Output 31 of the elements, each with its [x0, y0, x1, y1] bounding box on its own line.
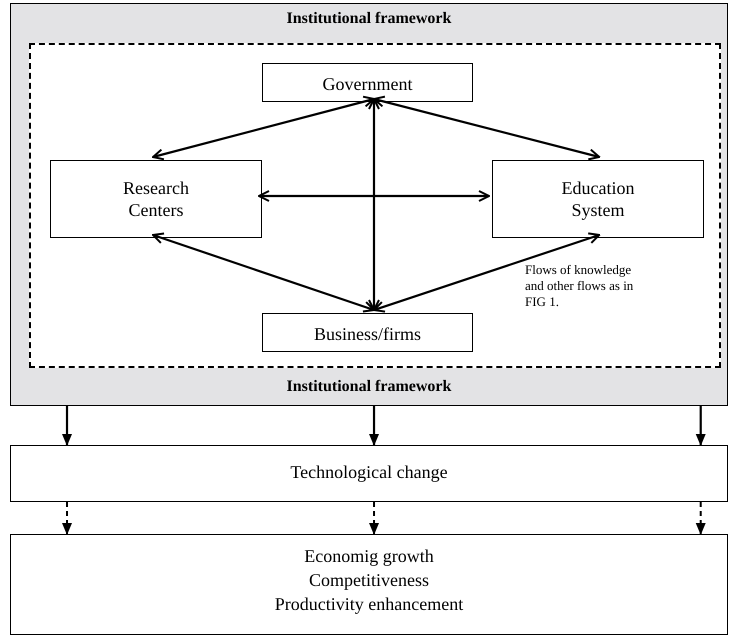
- panel-heading: Institutional framework: [286, 378, 452, 396]
- framework-panel: [10, 3, 728, 406]
- arrow: [258, 190, 490, 202]
- process-box: [50, 160, 262, 238]
- annotation-note: Flows of knowledge and other flows as in FIG 1.: [525, 262, 634, 310]
- node-label: Economig growth: [303, 545, 435, 567]
- arrow: [696, 406, 706, 446]
- process-box: [492, 160, 704, 238]
- node-label: Technological change: [289, 461, 449, 483]
- arrow: [62, 502, 72, 535]
- node-label: Education System: [560, 177, 636, 221]
- arrow: [373, 96, 600, 160]
- process-box: [10, 534, 728, 635]
- dashed-boundary: [29, 43, 721, 368]
- arrow: [369, 502, 380, 535]
- arrow: [369, 406, 380, 446]
- arrow: [62, 406, 72, 446]
- process-box: [262, 63, 473, 102]
- arrow: [152, 232, 375, 313]
- arrow: [368, 98, 380, 311]
- panel-heading: Institutional framework: [286, 10, 452, 28]
- node-label: Business/firms: [312, 323, 422, 345]
- node-label: Government: [322, 73, 414, 95]
- process-box: [10, 445, 728, 502]
- arrow: [696, 502, 706, 535]
- node-label: Research Centers: [122, 177, 190, 221]
- arrow: [373, 232, 600, 313]
- node-label: Productivity enhancement: [274, 593, 464, 615]
- arrow: [152, 96, 375, 160]
- node-label: Competitiveness: [308, 569, 430, 591]
- process-box: [262, 313, 473, 352]
